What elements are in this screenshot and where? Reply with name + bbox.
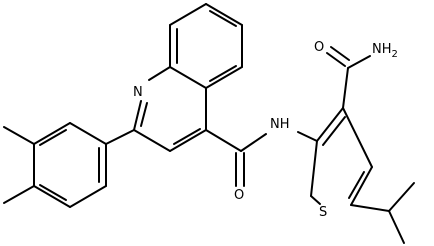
bond-methyl [3,185,35,204]
bond [342,67,349,109]
bond [105,129,135,145]
bond [297,131,318,142]
bond [350,204,390,212]
bond-methyl [3,126,35,145]
carboxamide-nh2-subscript: 2 [392,49,398,60]
bond [33,122,71,145]
bond [326,52,346,67]
bond-inner [140,102,148,127]
bond [350,166,373,206]
bond [69,122,107,145]
bond-inner [322,116,346,146]
bond [133,129,171,152]
bond [169,129,207,152]
bond [347,55,371,69]
bond [388,182,415,212]
quinoline-benzo-ring [169,3,243,89]
bond [330,46,350,61]
amide-nh-label: NH [270,117,290,132]
bond-inner [173,128,201,145]
bond [169,66,207,89]
quinoline-pyridine-ring [133,66,207,152]
bond [310,140,318,197]
bond-inner [39,129,67,146]
isopropyl-group [350,182,415,244]
bond [205,129,242,152]
carboxamide-oxygen-label: O [314,40,324,55]
ring-nitrogen-label: N [133,85,143,100]
carboxamide-group [326,46,371,109]
bond-inner [209,10,237,27]
bond [33,185,71,208]
bond [205,3,243,26]
dimethylphenyl-ring [3,122,135,208]
thiophene-ring [310,107,373,206]
bond [169,3,207,26]
amide-oxygen-label: O [234,188,244,203]
carboxamide-nh2-label: NH2 [372,42,398,60]
bond [69,185,107,208]
bond [388,210,405,244]
bond [240,133,267,152]
bond [133,100,142,131]
bond-inner [39,184,67,201]
bond [316,107,344,142]
bond [342,107,373,168]
thiophene-sulfur-label: S [319,205,327,220]
amide-linker [205,129,318,187]
bond-inner [209,65,237,82]
carboxamide-nh2-main: NH [372,42,392,57]
bond-inner [348,171,365,199]
bond [310,195,321,205]
bond [148,66,171,81]
bond [205,66,243,89]
